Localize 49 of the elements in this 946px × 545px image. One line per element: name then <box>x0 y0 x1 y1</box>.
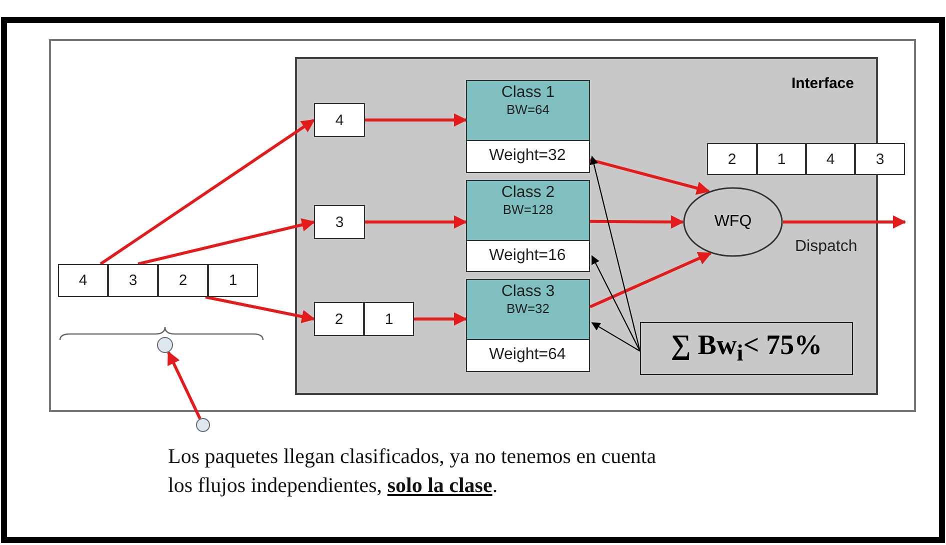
queue-cell <box>314 205 365 239</box>
queue-cell <box>707 143 757 175</box>
queue-cell <box>757 143 806 175</box>
queue-cell <box>158 264 208 297</box>
packet-number: 1 <box>777 150 786 168</box>
packet-number: 1 <box>384 310 394 328</box>
queue-cell <box>806 143 855 175</box>
circle-marker <box>196 418 210 432</box>
interface-panel <box>295 57 878 395</box>
packet-number: 3 <box>128 272 138 289</box>
bandwidth-value: BW=32 <box>506 301 550 316</box>
packet-number: 2 <box>728 150 736 168</box>
queue-cell <box>208 264 258 297</box>
packet-number: 3 <box>335 214 344 230</box>
formula-text: ∑ Bw$_{i}$< 75% <box>670 330 822 368</box>
bandwidth-value: BW=128 <box>502 202 554 217</box>
packet-number: 2 <box>334 310 344 328</box>
packet-number: 4 <box>335 112 344 128</box>
queue-cell <box>58 264 108 297</box>
class-name: Class 3 <box>501 283 555 301</box>
weight-value: Weight=32 <box>489 147 566 165</box>
weight-field <box>466 338 590 372</box>
queue-cell <box>364 302 414 336</box>
class-queue-box <box>466 180 590 272</box>
packet-number: 3 <box>876 150 884 168</box>
weight-field <box>466 240 590 272</box>
queue-cell <box>314 103 365 137</box>
class-name: Class 2 <box>501 184 555 202</box>
class-queue-box <box>466 279 590 372</box>
queue-cell <box>314 302 364 336</box>
panel-title: Interface <box>791 75 854 92</box>
weight-field <box>466 140 590 172</box>
packet-number: 4 <box>78 272 88 289</box>
weight-value: Weight=64 <box>489 346 566 364</box>
scheduler-label: WFQ <box>714 213 752 231</box>
queue-cell <box>108 264 158 297</box>
weight-value: Weight=16 <box>489 246 566 264</box>
class-name: Class 1 <box>501 84 555 102</box>
packet-number: 1 <box>228 272 238 289</box>
class-queue-box <box>466 80 590 173</box>
scheduler-ellipse <box>683 187 783 257</box>
queue-cell <box>855 143 905 175</box>
packet-number: 4 <box>826 150 835 168</box>
caption-text: Los paquetes llegan clasificados, ya no tenemos en cuenta los flujos independientes, solo la clase. <box>168 443 658 499</box>
edge-label: Dispatch <box>795 238 858 256</box>
bandwidth-value: BW=64 <box>506 102 550 117</box>
packet-number: 2 <box>178 272 188 289</box>
formula-box <box>640 322 853 375</box>
circle-marker <box>157 337 173 353</box>
